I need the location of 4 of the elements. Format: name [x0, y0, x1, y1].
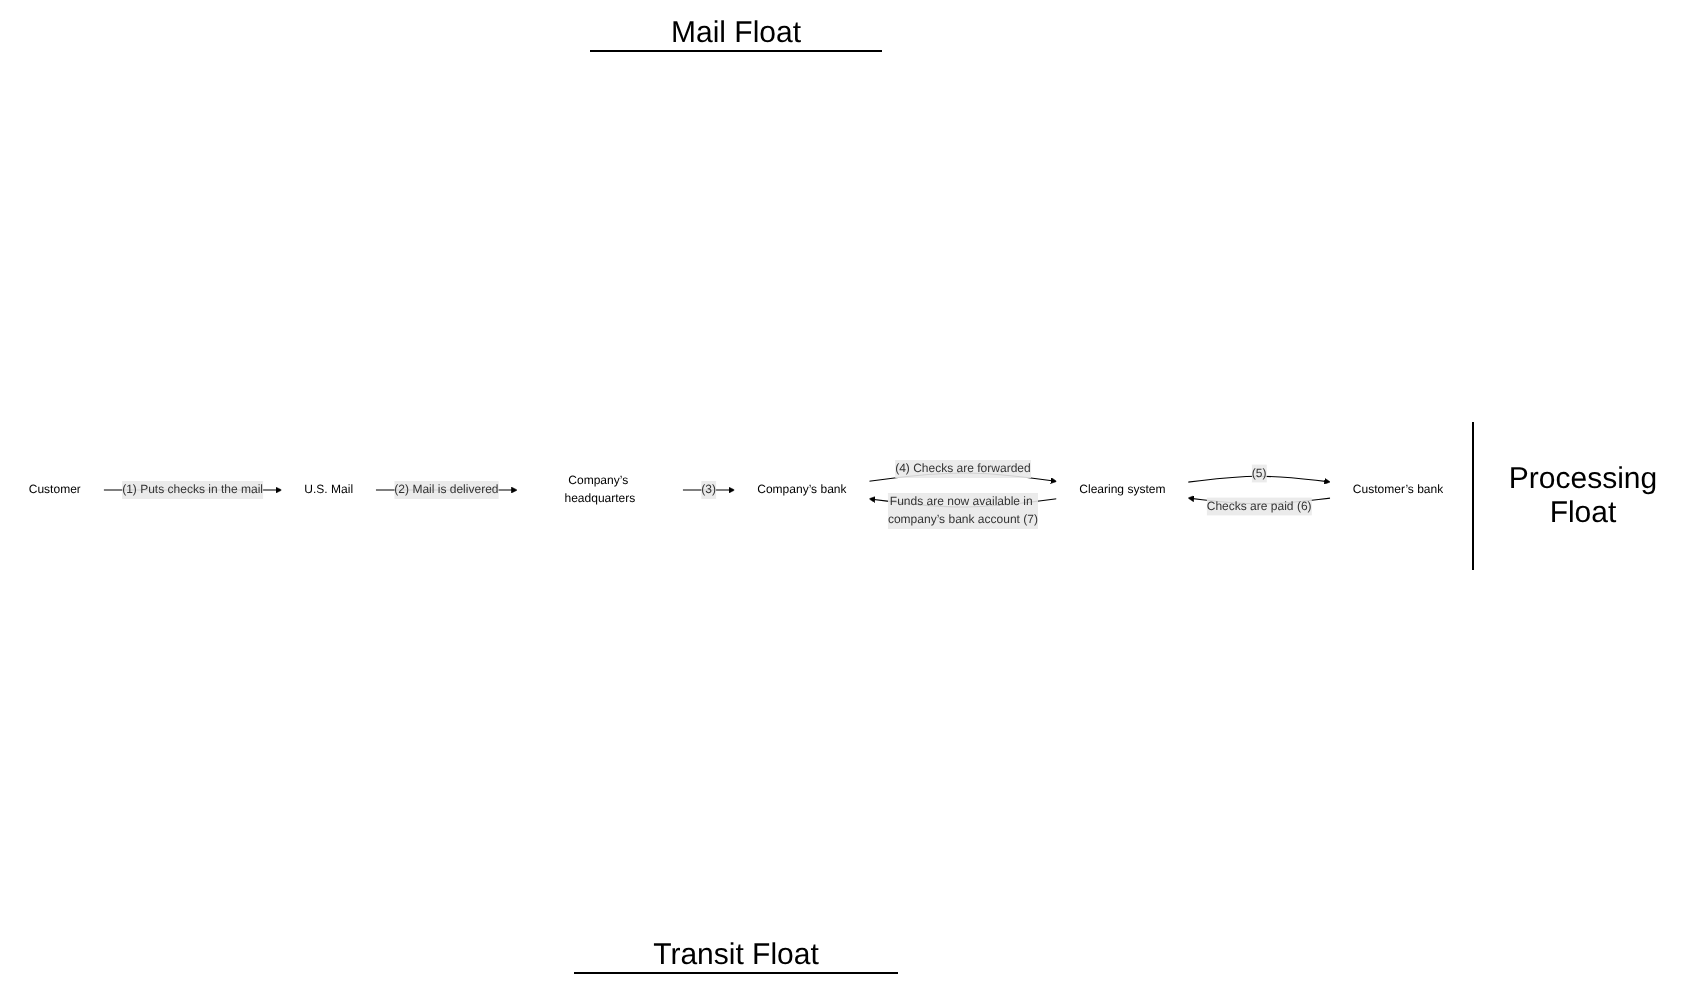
arrow	[1187, 476, 1331, 485]
dimension-label: Transit Float	[573, 938, 899, 974]
dimension-label: Mail Float	[590, 16, 882, 52]
dimension-label: Processing Float	[1472, 421, 1692, 569]
